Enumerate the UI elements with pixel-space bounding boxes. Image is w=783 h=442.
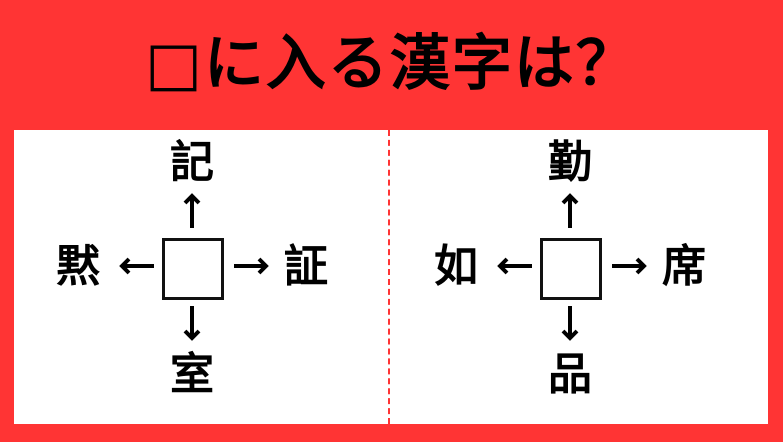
puzzle-2: 勤 如 席 品 — [392, 130, 766, 424]
kanji-left: 黙 — [56, 241, 100, 292]
kanji-bottom: 品 — [548, 349, 592, 400]
puzzle-1: 記 黙 証 室 — [14, 130, 388, 424]
puzzle-panel: 記 黙 証 室 勤 如 席 品 — [14, 130, 768, 424]
page-title: □に入る漢字は？ — [145, 29, 638, 99]
kanji-bottom: 室 — [170, 349, 214, 400]
arrow-right-icon — [612, 257, 647, 275]
arrow-left-icon — [119, 257, 154, 275]
kanji-right: 証 — [284, 241, 328, 292]
kanji-left: 如 — [434, 241, 478, 292]
arrow-left-icon — [497, 257, 532, 275]
arrow-down-icon — [183, 306, 201, 341]
arrow-up-icon — [561, 193, 579, 228]
kanji-top: 勤 — [548, 137, 592, 188]
blank-answer-box[interactable] — [540, 238, 602, 300]
blank-answer-box[interactable] — [162, 238, 224, 300]
kanji-right: 席 — [662, 241, 706, 292]
dashed-divider — [388, 130, 390, 424]
arrow-up-icon — [183, 193, 201, 228]
kanji-top: 記 — [170, 137, 214, 188]
arrow-right-icon — [234, 257, 269, 275]
arrow-down-icon — [561, 306, 579, 341]
